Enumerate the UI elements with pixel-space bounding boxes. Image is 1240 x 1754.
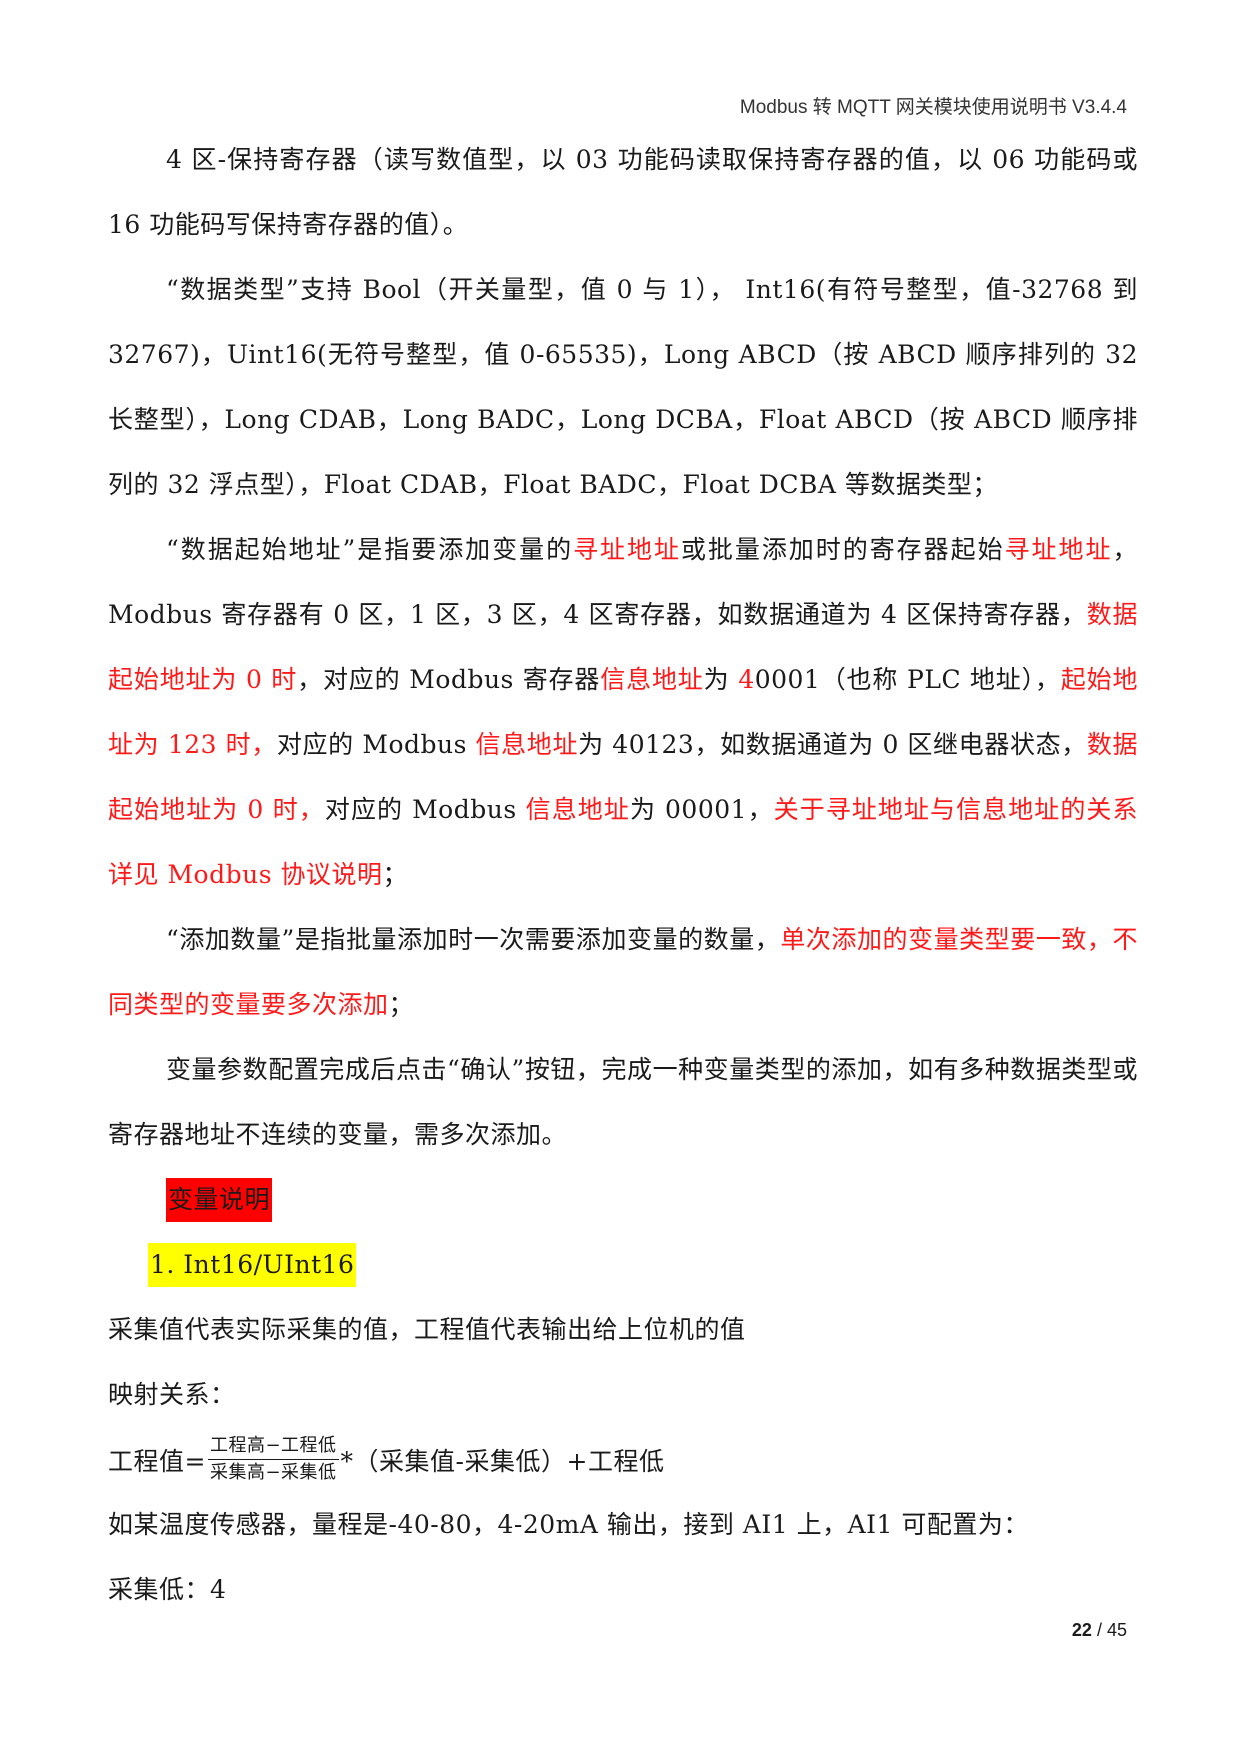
emphasis-text: 数据起始地址为 0 时 — [108, 600, 1138, 694]
text-span: “添加数量”是指批量添加时一次需要添加变量的数量， — [166, 925, 781, 954]
text-span: 对应的 Modbus — [324, 795, 526, 824]
document-body: 4 区-保持寄存器（读写数值型，以 03 功能码读取保持寄存器的值，以 06 功… — [108, 127, 1138, 1622]
section-title: 变量说明 — [166, 1177, 273, 1222]
text-span: 为 — [703, 665, 739, 694]
paragraph-add-count: “添加数量”是指批量添加时一次需要添加变量的数量，单次添加的变量类型要一致，不同… — [108, 907, 1138, 1037]
text-span: “数据起始地址”是指要添加变量的 — [166, 535, 574, 564]
paragraph-confirm: 变量参数配置完成后点击“确认”按钮，完成一种变量类型的添加，如有多种数据类型或寄… — [108, 1055, 1138, 1149]
text-span: 0001（也称 PLC 地址）， — [754, 665, 1061, 694]
line-mapping-label: 映射关系： — [108, 1380, 236, 1409]
emphasis-text: 信息地址 — [600, 665, 704, 694]
text-span: ，对应的 Modbus 寄存器 — [297, 665, 601, 694]
formula-rhs: *（采集值-采集低）+工程低 — [340, 1446, 665, 1476]
text-span: ，Modbus 寄存器有 0 区，1 区，3 区，4 区寄存器，如数据通道为 4… — [108, 535, 1138, 629]
paragraph-register-4: 4 区-保持寄存器（读写数值型，以 03 功能码读取保持寄存器的值，以 06 功… — [108, 145, 1138, 239]
mapping-formula: 工程值= 工程高−工程低 采集高−采集低 *（采集值-采集低）+工程低 — [108, 1427, 1138, 1492]
total-pages: 45 — [1106, 1620, 1127, 1640]
line-value-definition: 采集值代表实际采集的值，工程值代表输出给上位机的值 — [108, 1315, 746, 1344]
fraction-denominator: 采集高−采集低 — [209, 1462, 337, 1483]
paragraph-data-type: “数据类型”支持 Bool（开关量型，值 0 与 1）， Int16(有符号整型… — [108, 275, 1138, 499]
text-span: 为 40123，如数据通道为 0 区继电器状态， — [578, 730, 1087, 759]
subsection-title-row: 1. Int16/UInt16 — [108, 1232, 1138, 1297]
page-number: 22 / 45 — [1072, 1620, 1127, 1641]
emphasis-text: 单次添加的变量类型要一致，不同类型的变量要多次添加 — [108, 925, 1138, 1019]
formula-fraction: 工程高−工程低 采集高−采集低 — [207, 1435, 339, 1484]
text-span: 对应的 Modbus — [276, 730, 476, 759]
fraction-numerator: 工程高−工程低 — [207, 1435, 339, 1460]
text-span: 为 00001， — [629, 795, 774, 824]
line-example: 如某温度传感器，量程是-40-80，4-20mA 输出，接到 AI1 上，AI1… — [108, 1510, 1029, 1539]
emphasis-text: 起始地址为 123 时， — [108, 665, 1138, 759]
text-span: ； — [382, 860, 408, 889]
emphasis-text: 信息地址 — [525, 795, 630, 824]
document-header: Modbus 转 MQTT 网关模块使用说明书 V3.4.4 — [739, 97, 1127, 118]
line-collect-low: 采集低：4 — [108, 1575, 227, 1604]
emphasis-text: 寻址地址 — [573, 535, 681, 564]
section-title-row: 变量说明 — [108, 1167, 1138, 1232]
subsection-title: 1. Int16/UInt16 — [148, 1242, 357, 1287]
text-span: ； — [388, 990, 415, 1019]
text-span: 或批量添加时的寄存器起始 — [680, 535, 1005, 564]
page-separator: / — [1091, 1620, 1107, 1640]
emphasis-text: 数据起始地址为 0 时， — [108, 730, 1138, 824]
formula-lhs: 工程值= — [108, 1446, 206, 1476]
emphasis-text: 信息地址 — [475, 730, 579, 759]
paragraph-start-address: “数据起始地址”是指要添加变量的寻址地址或批量添加时的寄存器起始寻址地址，Mod… — [108, 517, 1138, 907]
emphasis-text: 4 — [738, 665, 755, 694]
current-page: 22 — [1071, 1620, 1092, 1640]
emphasis-text: 寻址地址 — [1004, 535, 1113, 564]
emphasis-text: 关于寻址地址与信息地址的关系详见 Modbus 协议说明 — [108, 795, 1138, 889]
